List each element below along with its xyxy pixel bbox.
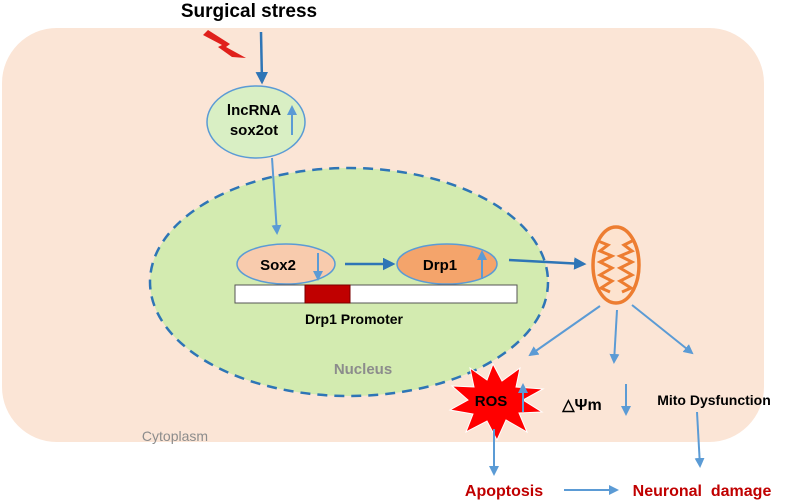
arrow-lncrna-to-sox2 xyxy=(271,157,282,235)
membrane-potential-label: △Ψm xyxy=(561,397,601,414)
cytoplasm-label: Cytoplasm xyxy=(142,428,208,444)
lncrna-label-1: lncRNA xyxy=(227,102,281,119)
promoter-bar xyxy=(234,284,518,304)
mito-dysfunction-label: Mito Dysfunction xyxy=(657,392,771,408)
promoter-label: Drp1 Promoter xyxy=(305,311,404,327)
arrow-mito-to-dysfunction xyxy=(631,304,694,355)
lightning-icon xyxy=(203,30,246,58)
nucleus-label: Nucleus xyxy=(334,361,392,378)
sox2-label: Sox2 xyxy=(260,257,296,274)
ros-label: ROS xyxy=(475,393,508,410)
lncrna-label-2: sox2ot xyxy=(230,122,278,139)
arrow-drp1-to-mito xyxy=(508,257,587,270)
arrow-dysfunction-to-damage xyxy=(694,411,705,468)
neuronal-damage-label: Neuronal damage xyxy=(633,483,772,500)
apoptosis-label: Apoptosis xyxy=(465,483,543,500)
drp1-label: Drp1 xyxy=(423,257,457,274)
lncrna-node xyxy=(206,85,306,159)
promoter-element xyxy=(304,284,351,304)
nucleus-region xyxy=(148,166,550,398)
arrow-mito-to-ros xyxy=(528,305,601,357)
title-text: Surgical stress xyxy=(181,1,317,22)
mitochondrion-icon xyxy=(591,225,641,305)
sox2-node xyxy=(236,243,336,285)
arrow-mito-to-potential xyxy=(609,309,620,364)
arrow-stress-to-lncrna xyxy=(255,31,269,85)
drp1-node xyxy=(396,243,498,285)
